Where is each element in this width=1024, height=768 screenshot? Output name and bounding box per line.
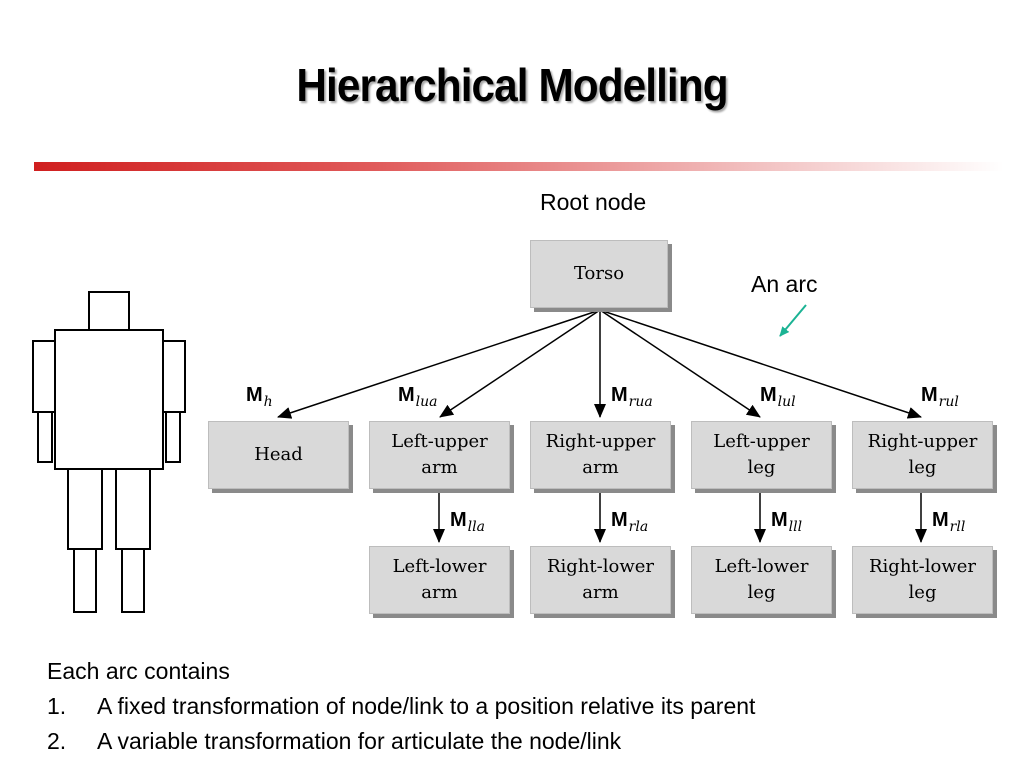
matrix-label-left-lower-arm: Mlla [450, 509, 485, 535]
footer-item-2: 2. A variable transformation for articul… [47, 724, 755, 759]
footer-intro: Each arc contains [47, 658, 230, 684]
title-divider [34, 162, 1004, 171]
arc-pointer-arrow [779, 304, 807, 337]
matrix-label-right-lower-leg: Mrll [932, 509, 966, 535]
matrix-label-right-upper-leg: Mrul [921, 384, 959, 410]
footer-item-1: 1. A fixed transformation of node/link t… [47, 689, 755, 724]
matrix-label-head: Mh [246, 384, 273, 410]
matrix-label-right-lower-arm: Mrla [611, 509, 649, 535]
node-torso: Torso [530, 240, 668, 308]
matrix-label-right-upper-arm: Mrua [611, 384, 653, 410]
node-left-upper-arm: Left-upper arm [369, 421, 510, 489]
matrix-label-left-upper-leg: Mlul [760, 384, 796, 410]
arc-torso-left-upper-arm [439, 309, 601, 418]
arc-torso-right-upper-leg [599, 309, 922, 419]
robot-right-lower-leg [121, 548, 145, 613]
root-node-label: Root node [540, 189, 647, 215]
arc-torso-head [277, 309, 601, 419]
robot-left-lower-arm [37, 411, 53, 463]
matrix-label-left-upper-arm: Mlua [398, 384, 438, 410]
arc-label: An arc [751, 271, 818, 297]
robot-left-upper-leg [67, 468, 103, 550]
footer-item-number: 1. [47, 693, 67, 719]
robot-right-lower-arm [165, 411, 181, 463]
node-left-upper-leg: Left-upper leg [691, 421, 832, 489]
robot-head [88, 291, 130, 331]
slide-title: Hierarchical Modelling [296, 59, 728, 111]
robot-right-upper-leg [115, 468, 151, 550]
node-left-lower-arm: Left-lower arm [369, 546, 510, 614]
footer-item-number: 2. [47, 728, 67, 754]
matrix-label-left-lower-leg: Mlll [771, 509, 803, 535]
node-right-upper-arm: Right-upper arm [530, 421, 671, 489]
node-right-upper-leg: Right-upper leg [852, 421, 993, 489]
node-head: Head [208, 421, 349, 489]
robot-left-lower-leg [73, 548, 97, 613]
node-right-lower-leg: Right-lower leg [852, 546, 993, 614]
footer-text: Each arc contains 1. A fixed transformat… [47, 654, 755, 759]
arc-torso-left-upper-leg [599, 309, 761, 418]
footer-item-text: A fixed transformation of node/link to a… [97, 693, 756, 719]
node-right-lower-arm: Right-lower arm [530, 546, 671, 614]
footer-item-text: A variable transformation for articulate… [97, 728, 622, 754]
node-left-lower-leg: Left-lower leg [691, 546, 832, 614]
